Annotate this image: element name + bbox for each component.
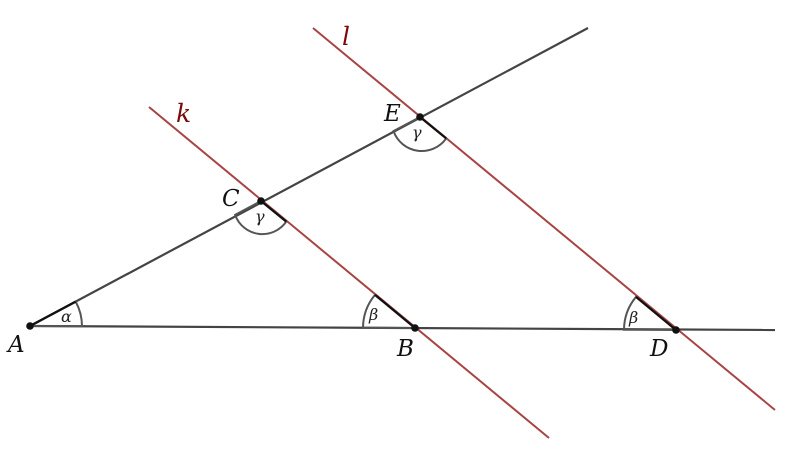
angle-label-beta-D: β xyxy=(628,308,638,327)
ray-AE xyxy=(29,27,589,327)
line-l xyxy=(312,27,776,411)
angle-label-gamma-C: γ xyxy=(255,207,265,226)
point-A xyxy=(26,322,34,330)
point-label-B: B xyxy=(396,336,414,362)
angle-ray-gamma-E xyxy=(419,116,447,140)
line-label-k: k xyxy=(176,99,191,128)
point-E xyxy=(416,113,424,121)
line-k xyxy=(148,106,550,439)
point-D xyxy=(672,326,680,334)
line-label-l: l xyxy=(342,22,350,51)
point-label-E: E xyxy=(383,101,401,127)
angle-ray-beta-D xyxy=(635,296,677,331)
angle-arc-gamma-C xyxy=(233,199,288,236)
angle-arc-beta-D xyxy=(622,295,679,332)
angle-arc-alpha xyxy=(29,300,84,328)
angle-label-beta-B: β xyxy=(368,305,378,324)
point-label-A: A xyxy=(6,332,25,358)
angle-ray-alpha xyxy=(29,300,77,327)
point-label-D: D xyxy=(649,336,668,362)
point-B xyxy=(411,324,419,332)
angle-label-alpha: α xyxy=(61,307,72,326)
angle-arc-gamma-E xyxy=(392,115,448,152)
angle-ray-beta-B xyxy=(374,294,416,329)
point-C xyxy=(257,197,265,205)
angle-ray-gamma-C xyxy=(260,200,287,223)
angle-arc-beta-B xyxy=(361,293,418,330)
point-label-C: C xyxy=(222,186,240,212)
angle-label-gamma-E: γ xyxy=(412,123,422,142)
